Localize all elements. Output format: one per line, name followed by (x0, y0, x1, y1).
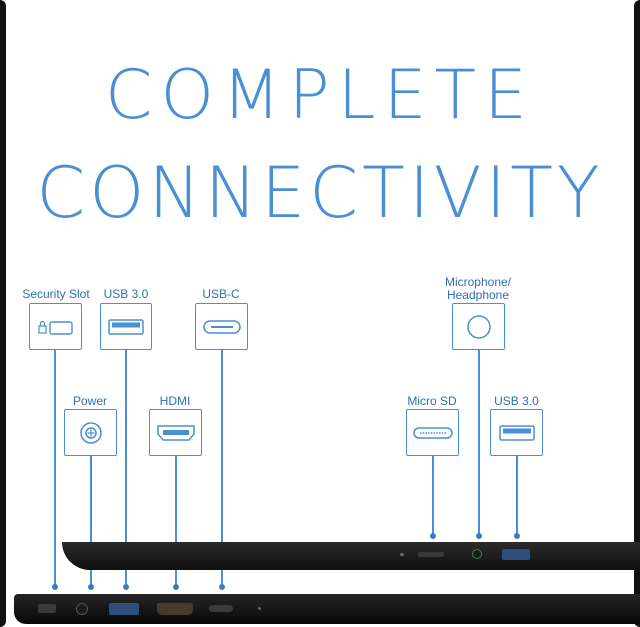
hdmi-leader-line (175, 456, 177, 586)
usbc-leader-line (221, 350, 223, 586)
usb3-right-leader-line (516, 456, 518, 536)
security-slot-leader-line (54, 350, 56, 586)
usbc-icon-box (195, 303, 248, 350)
usbc-marker (219, 584, 225, 590)
usb3-right-label: USB 3.0 (494, 394, 539, 408)
usb3-left-icon-box (100, 303, 152, 350)
power-port (76, 603, 88, 615)
micro-sd-slot (418, 552, 444, 557)
dc-power-icon (79, 421, 102, 444)
mic-label-line-2: Headphone (446, 288, 510, 302)
mic-label-line-1: Microphone/ (444, 275, 512, 289)
security-slot-marker (52, 584, 58, 590)
security-slot-label: Security Slot (22, 287, 90, 301)
hdmi-port (157, 603, 193, 615)
headline-line-1: COMPLETE (104, 56, 536, 135)
usb3-right-port (502, 549, 530, 560)
laptop-right-side (62, 542, 640, 570)
lock-icon (37, 320, 73, 335)
power-icon-box (64, 409, 117, 456)
hdmi-icon-box (149, 409, 202, 456)
micro-sd-label: Micro SD (407, 394, 457, 408)
mic-icon-box (452, 303, 505, 350)
hdmi-port-icon (156, 424, 195, 441)
audio-jack-icon (466, 314, 491, 339)
power-label: Power (72, 394, 107, 408)
usb3-left-port (109, 603, 139, 615)
usb3-left-leader-line (125, 350, 127, 586)
micro-sd-icon-box (406, 409, 459, 456)
usbc-port-icon (202, 319, 241, 334)
usb3-right-marker (514, 533, 520, 539)
usb-port-icon (498, 424, 535, 441)
status-light (258, 607, 261, 610)
power-marker (88, 584, 94, 590)
frame-edge-left (0, 0, 6, 627)
hdmi-label: HDMI (159, 394, 191, 408)
headline-line-2: CONNECTIVITY (36, 152, 604, 234)
power-leader-line (90, 456, 92, 586)
security-slot-port (38, 604, 56, 613)
mic-marker (476, 533, 482, 539)
laptop-left-side (14, 594, 640, 624)
audio-jack-port (472, 549, 482, 559)
frame-edge-right (634, 0, 640, 627)
hdmi-marker (173, 584, 179, 590)
indicator-light (400, 553, 404, 556)
usbc-label: USB-C (202, 287, 240, 301)
usb3-left-marker (123, 584, 129, 590)
micro-sd-leader-line (432, 456, 434, 536)
micro-sd-marker (430, 533, 436, 539)
usb-port-icon (108, 318, 144, 335)
security-slot-icon-box (29, 303, 82, 350)
usb3-right-icon-box (490, 409, 543, 456)
usbc-port (209, 605, 233, 612)
mic-leader-line (478, 350, 480, 536)
usb3-left-label: USB 3.0 (103, 287, 149, 301)
sd-card-slot-icon (412, 426, 453, 439)
